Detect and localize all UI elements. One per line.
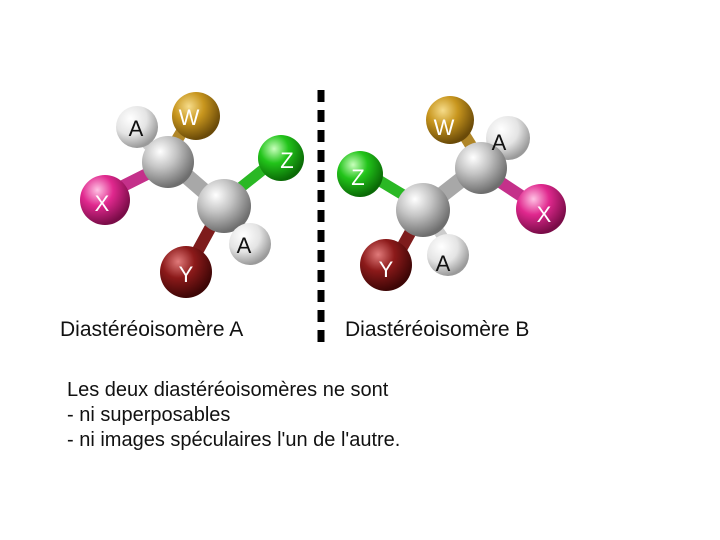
label-z: Z — [351, 165, 364, 190]
atom-y — [360, 239, 412, 291]
label-a-bottom: A — [436, 251, 451, 276]
atom-carbon-2 — [197, 179, 251, 233]
molecule-a: A W Z X A Y — [80, 92, 304, 298]
label-a-bottom: A — [237, 233, 252, 258]
label-x: X — [95, 191, 110, 216]
atom-a-top — [116, 106, 158, 148]
atom-y — [160, 246, 212, 298]
atom-carbon-2 — [396, 183, 450, 237]
label-a-top: A — [129, 116, 144, 141]
label-w: W — [434, 115, 455, 140]
atom-carbon-1 — [142, 136, 194, 188]
explanation-line-1: Les deux diastéréoisomères ne sont — [67, 379, 389, 401]
atom-carbon-1 — [455, 142, 507, 194]
label-w: W — [179, 105, 200, 130]
label-y: Y — [179, 262, 194, 287]
label-x: X — [537, 202, 552, 227]
atom-z — [337, 151, 383, 197]
caption-diastereoisomer-a: Diastéréoisomère A — [60, 318, 244, 341]
explanation-line-2: - ni superposables — [67, 404, 231, 426]
atom-x — [516, 184, 566, 234]
label-z: Z — [280, 148, 293, 173]
atom-x — [80, 175, 130, 225]
caption-diastereoisomer-b: Diastéréoisomère B — [345, 318, 530, 341]
label-y: Y — [379, 257, 394, 282]
atom-a-bottom — [427, 234, 469, 276]
atom-w — [426, 96, 474, 144]
molecule-b: W A Z X Y A — [337, 96, 566, 291]
atom-w — [172, 92, 220, 140]
label-a-top: A — [492, 130, 507, 155]
explanation-text: Les deux diastéréoisomères ne sont - ni … — [67, 378, 400, 453]
atom-z — [258, 135, 304, 181]
atom-a-bottom — [229, 223, 271, 265]
explanation-line-3: - ni images spéculaires l'un de l'autre. — [67, 429, 401, 451]
